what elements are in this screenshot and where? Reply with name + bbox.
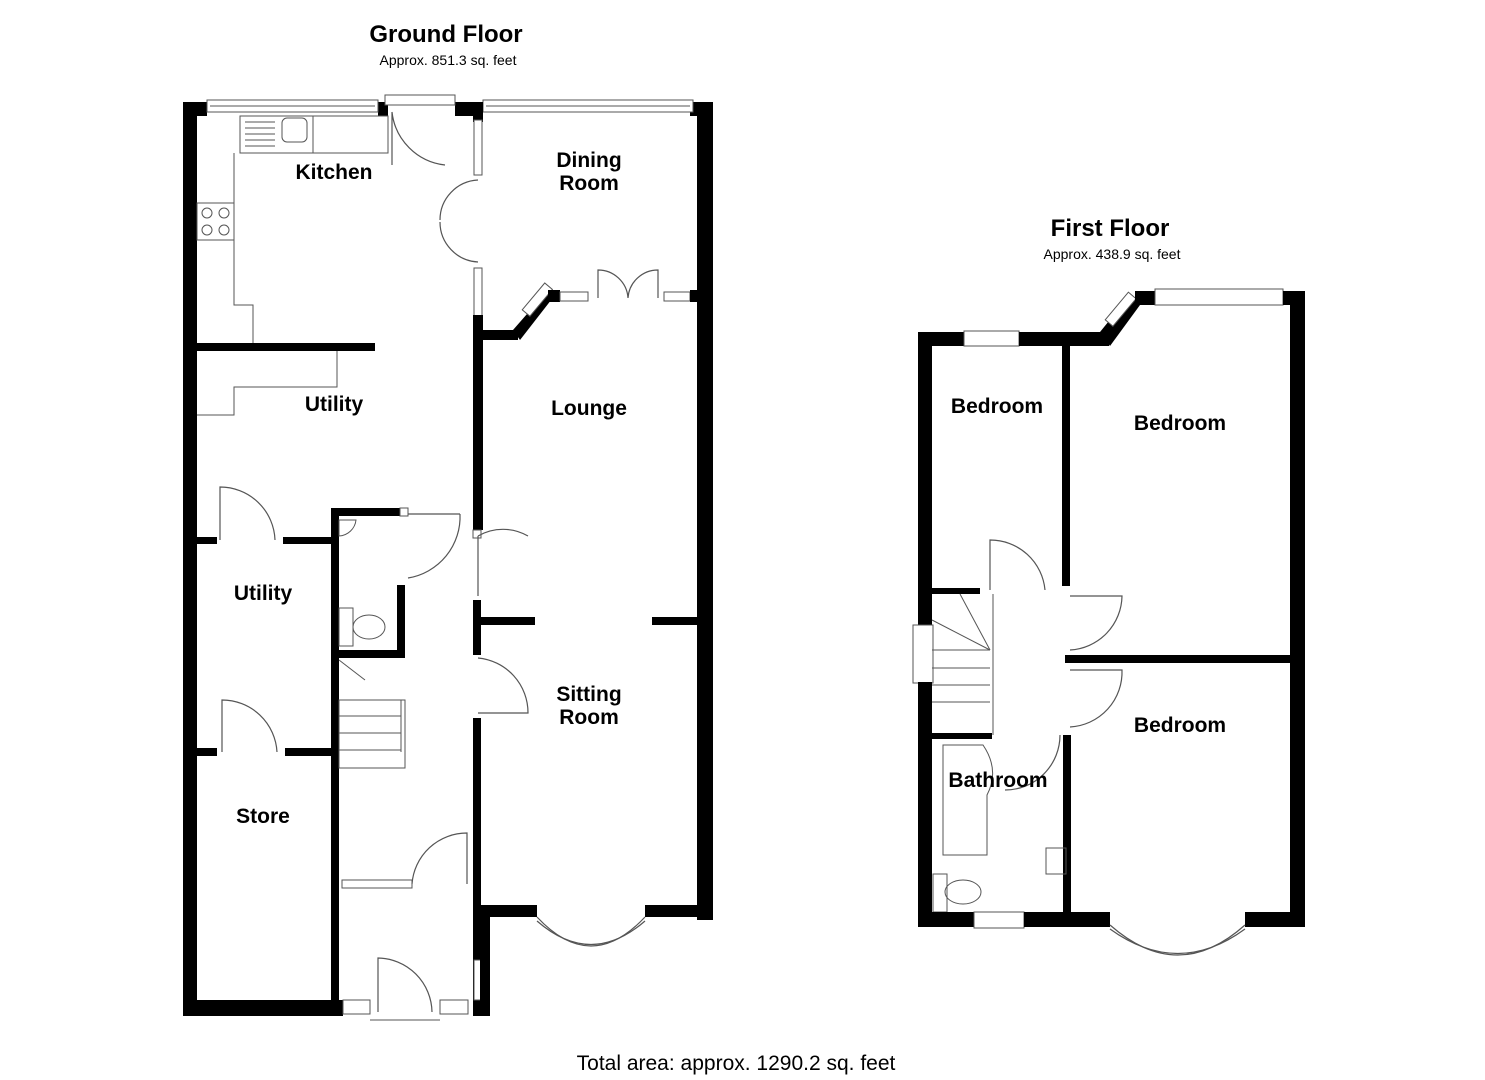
first-floor-plan	[912, 288, 1305, 956]
total-area: Total area: approx. 1290.2 sq. feet	[576, 1052, 896, 1075]
kitchen-counter-top	[239, 115, 389, 154]
sink-icon	[281, 117, 308, 143]
toilet-icon	[944, 879, 982, 905]
wall-right	[697, 102, 713, 920]
room-label-utility-upper: Utility	[304, 393, 364, 416]
room-label-bedroom-small: Bedroom	[950, 395, 1044, 418]
hob-icon	[196, 202, 235, 241]
room-label-bedroom-front: Bedroom	[1133, 714, 1227, 737]
room-label-bedroom-rear: Bedroom	[1133, 412, 1227, 435]
room-label-utility-lower: Utility	[233, 582, 293, 605]
wall-bottom-store	[183, 1000, 343, 1016]
room-label-kitchen: Kitchen	[295, 161, 373, 184]
ground-floor-title: Ground Floor	[369, 21, 523, 48]
first-floor-area: Approx. 438.9 sq. feet	[1043, 246, 1181, 262]
basin-icon	[1045, 847, 1067, 875]
first-floor-title: First Floor	[1050, 215, 1170, 242]
room-label-lounge: Lounge	[551, 397, 627, 420]
bath-icon	[942, 744, 994, 856]
ground-floor-plan	[183, 94, 713, 1021]
room-label-bathroom: Bathroom	[948, 769, 1048, 792]
wall-left	[183, 102, 197, 1016]
stairs-icon	[338, 659, 406, 769]
ground-floor-area: Approx. 851.3 sq. feet	[379, 52, 517, 68]
room-label-store: Store	[236, 805, 290, 828]
toilet-icon	[352, 614, 386, 640]
stairs-icon	[931, 593, 994, 735]
